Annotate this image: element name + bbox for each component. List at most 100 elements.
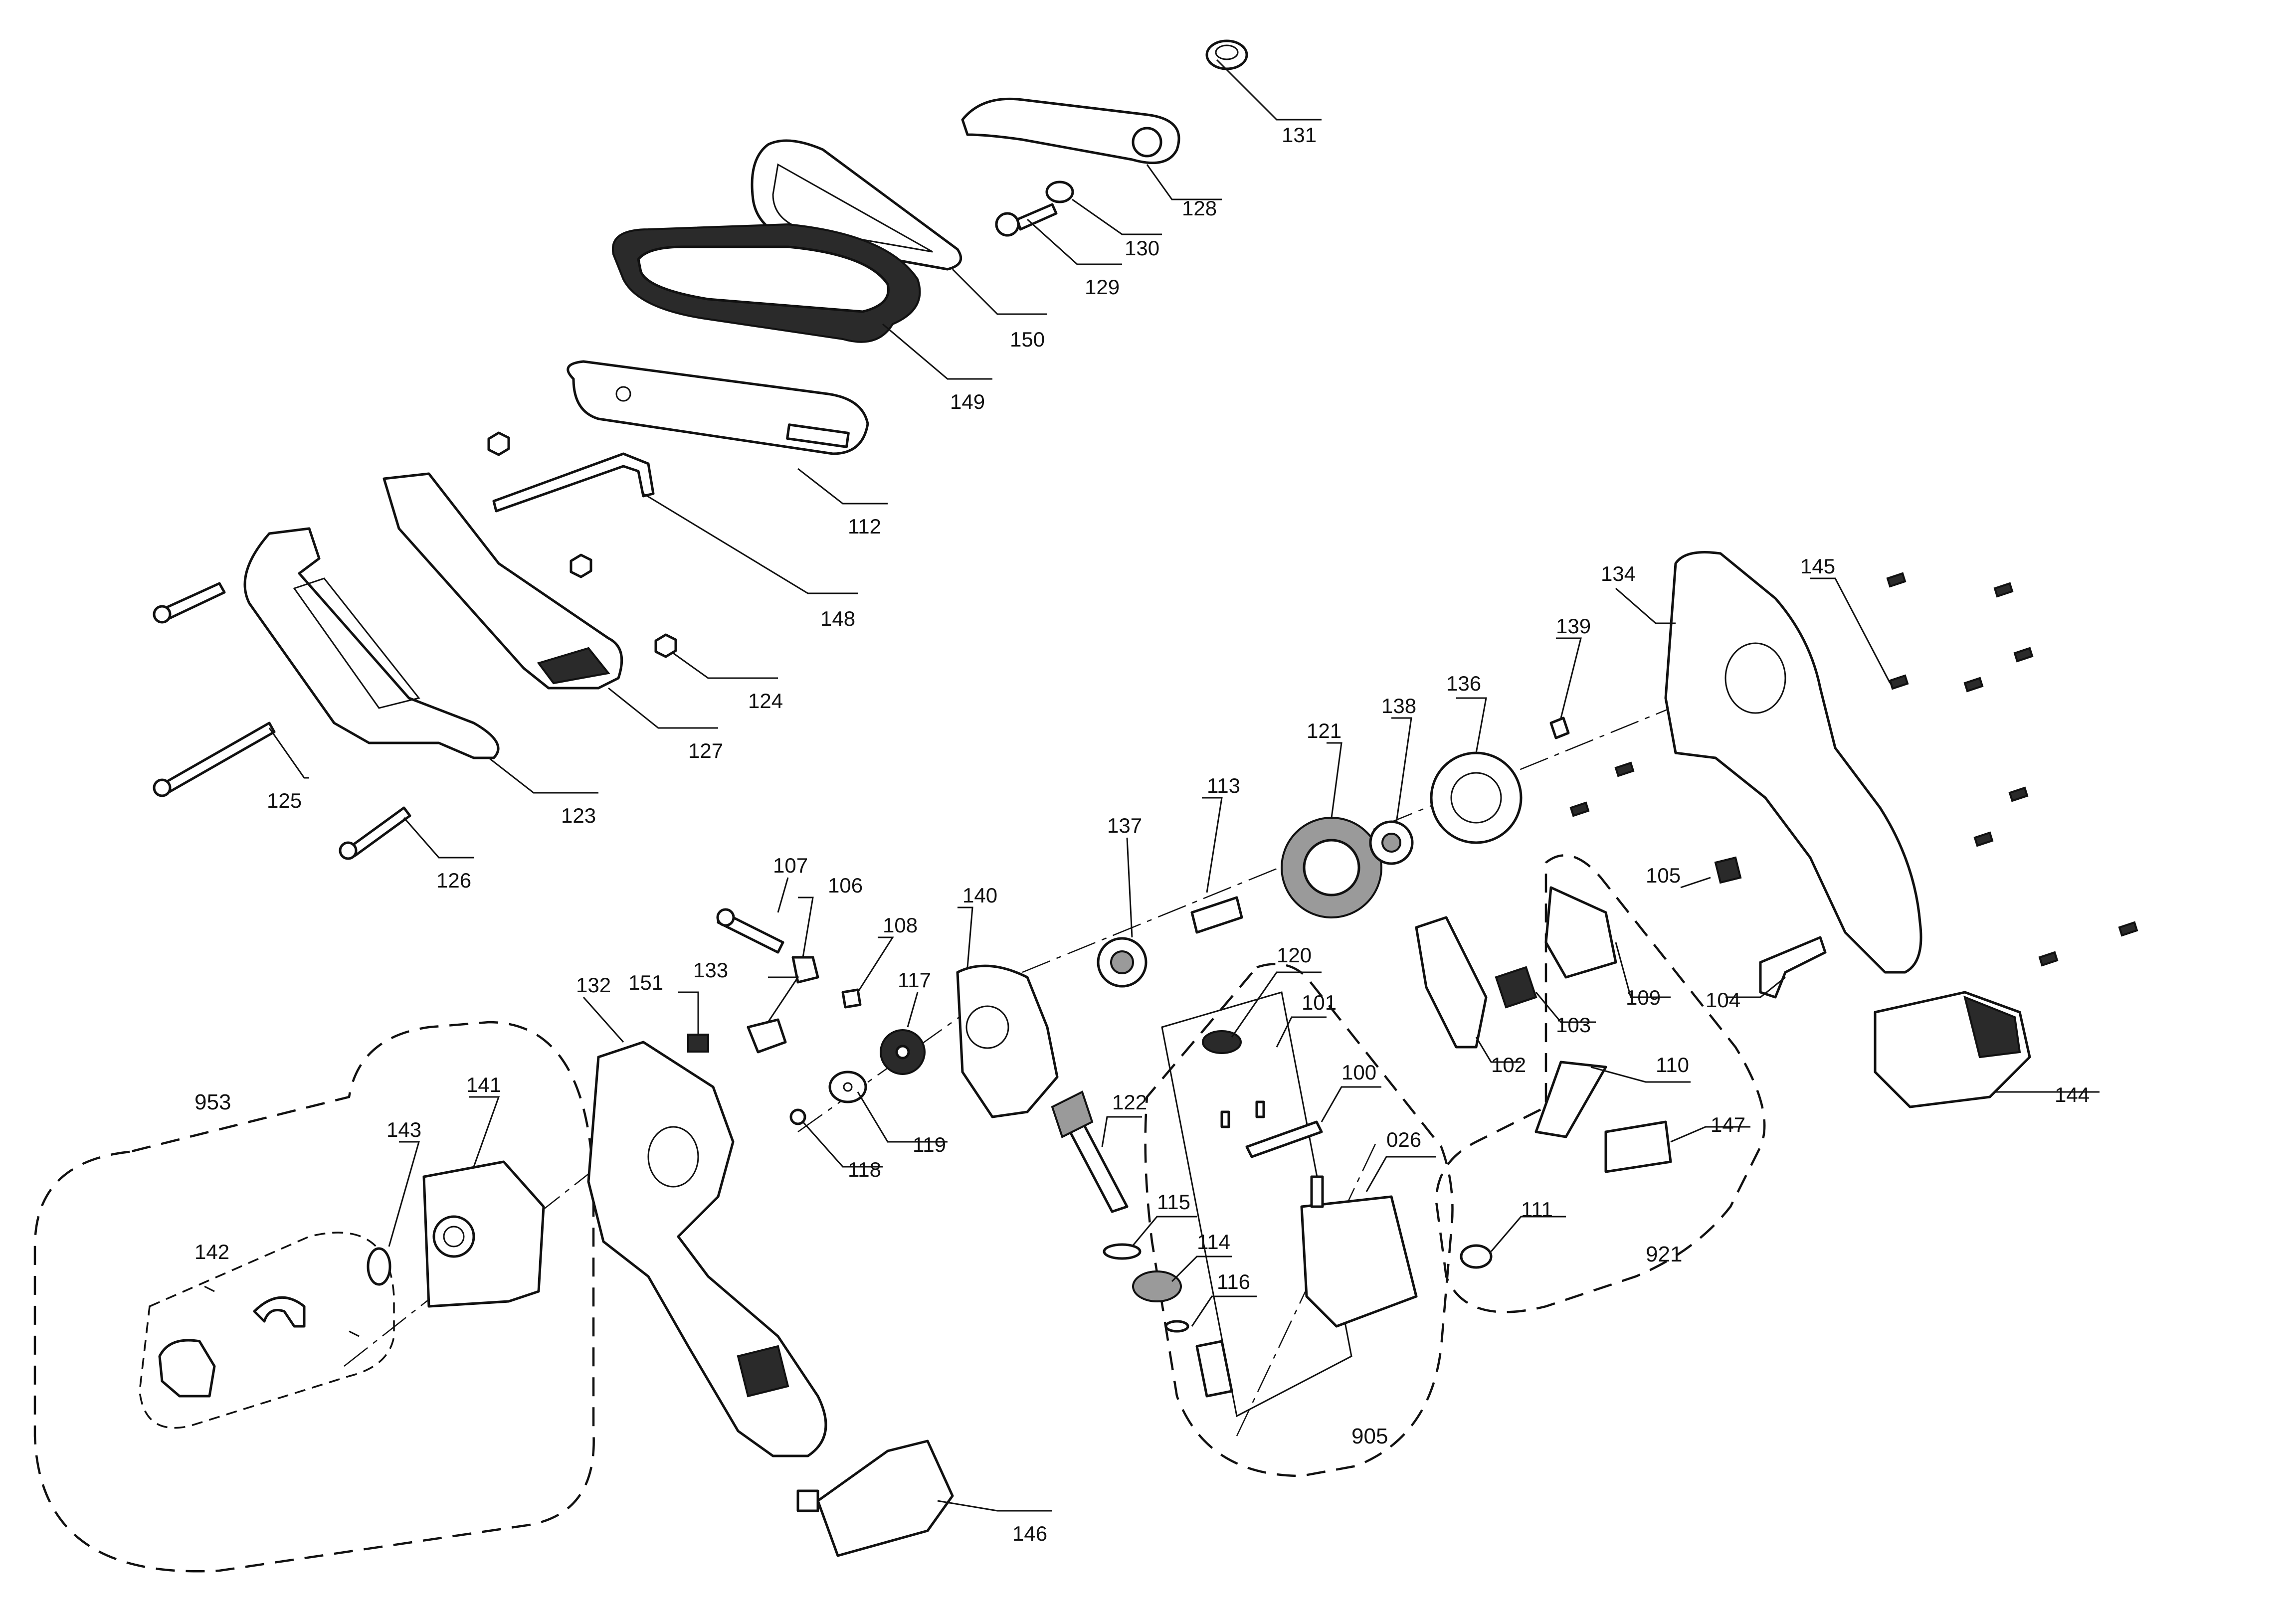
- leader-lines: [268, 59, 2100, 1512]
- label-125: 125: [267, 789, 302, 812]
- label-113: 113: [1207, 774, 1240, 797]
- label-116: 116: [1217, 1270, 1250, 1293]
- saw-chain-149: [611, 223, 921, 343]
- label-group-953: 953: [194, 1090, 231, 1114]
- bearing-138: [1369, 820, 1414, 865]
- guide-bar-112: [567, 360, 869, 455]
- label-118: 118: [848, 1158, 881, 1181]
- label-110: 110: [1656, 1053, 1689, 1077]
- label-101: 101: [1302, 991, 1337, 1014]
- lever-104: [1759, 936, 1827, 999]
- label-123: 123: [561, 804, 596, 827]
- washer-116: [1164, 1320, 1189, 1333]
- block-151: [687, 1034, 709, 1053]
- label-105: 105: [1646, 864, 1681, 887]
- label-133: 133: [693, 958, 728, 982]
- motor-026: [1300, 1175, 1418, 1328]
- label-121: 121: [1307, 719, 1341, 742]
- shaft-113: [1190, 896, 1243, 934]
- group-outline-905-inner: [1161, 991, 1352, 1418]
- bar-cover-128: [961, 97, 1180, 165]
- rod-148: [492, 452, 655, 513]
- guard-127: [383, 472, 623, 690]
- label-136: 136: [1446, 672, 1481, 695]
- screws-145: [1569, 572, 2138, 967]
- group-outline-142: [139, 1232, 395, 1429]
- label-132: 132: [576, 973, 611, 997]
- label-141: 141: [466, 1073, 501, 1096]
- label-026: 026: [1386, 1128, 1421, 1151]
- label-111: 111: [1521, 1198, 1553, 1221]
- spacer-111: [1460, 1244, 1493, 1269]
- battery-connector-144: [1874, 991, 2031, 1108]
- label-127: 127: [688, 739, 723, 762]
- group-outline-921: [1435, 854, 1766, 1313]
- label-140: 140: [962, 884, 997, 907]
- switch-109: [1544, 886, 1617, 979]
- label-117: 117: [898, 968, 931, 992]
- screw-129: [995, 203, 1058, 237]
- label-143: 143: [386, 1118, 421, 1141]
- label-108: 108: [883, 913, 918, 937]
- label-131: 131: [1282, 123, 1317, 147]
- battery-cover-146: [796, 1439, 954, 1557]
- label-139: 139: [1556, 614, 1591, 638]
- pin-106: [791, 956, 819, 984]
- shaft-122: [1051, 1090, 1129, 1213]
- spring-107: [716, 908, 784, 954]
- label-150: 150: [1010, 328, 1045, 351]
- washer-119: [828, 1071, 867, 1103]
- washer-118: [789, 1108, 806, 1125]
- trigger-102: [1415, 916, 1488, 1049]
- label-126: 126: [436, 869, 471, 892]
- label-103: 103: [1556, 1013, 1591, 1037]
- label-124: 124: [748, 689, 783, 713]
- group-labels: 953 905 921: [194, 1090, 1682, 1448]
- label-148: 148: [820, 607, 855, 630]
- label-130: 130: [1125, 236, 1159, 260]
- label-144: 144: [2055, 1083, 2090, 1106]
- label-134: 134: [1601, 562, 1636, 585]
- spring-103: [1495, 966, 1537, 1009]
- bolt-126: [339, 806, 411, 860]
- label-102: 102: [1491, 1053, 1526, 1077]
- label-128: 128: [1182, 196, 1217, 220]
- plate-100: [1245, 1120, 1323, 1158]
- label-138: 138: [1381, 694, 1416, 718]
- gear-housing-140: [956, 964, 1059, 1118]
- label-142: 142: [194, 1240, 229, 1263]
- circlip-143: [367, 1247, 391, 1286]
- connector-147: [1604, 1120, 1672, 1173]
- label-151: 151: [628, 971, 663, 994]
- label-109: 109: [1626, 986, 1661, 1009]
- pin-133: [747, 1018, 787, 1054]
- group-outline-905: [1144, 963, 1454, 1477]
- pins-101: [1220, 1100, 1265, 1128]
- spring-105: [1714, 856, 1742, 884]
- label-146: 146: [1012, 1522, 1047, 1545]
- bolt-125: [153, 582, 276, 797]
- cap-131: [1205, 39, 1248, 70]
- clip-108: [841, 988, 862, 1009]
- sleeve-116b: [1195, 1340, 1233, 1398]
- label-122: 122: [1112, 1090, 1147, 1114]
- flange-136: [1430, 751, 1523, 844]
- fan-117: [880, 1029, 926, 1075]
- bevel-gear-121: [1281, 817, 1382, 918]
- label-group-905: 905: [1351, 1424, 1388, 1448]
- washer-115: [1103, 1243, 1142, 1260]
- label-107: 107: [773, 854, 808, 877]
- magnet-120: [1202, 1030, 1242, 1054]
- label-145: 145: [1800, 554, 1835, 578]
- label-100: 100: [1341, 1061, 1376, 1084]
- bearing-137: [1097, 937, 1148, 988]
- label-114: 114: [1197, 1230, 1230, 1254]
- label-120: 120: [1277, 943, 1312, 967]
- label-106: 106: [828, 874, 863, 897]
- label-129: 129: [1085, 275, 1120, 299]
- cover-141: [422, 1160, 545, 1308]
- label-104: 104: [1706, 988, 1740, 1012]
- label-115: 115: [1157, 1190, 1190, 1214]
- nut-124: [487, 431, 677, 658]
